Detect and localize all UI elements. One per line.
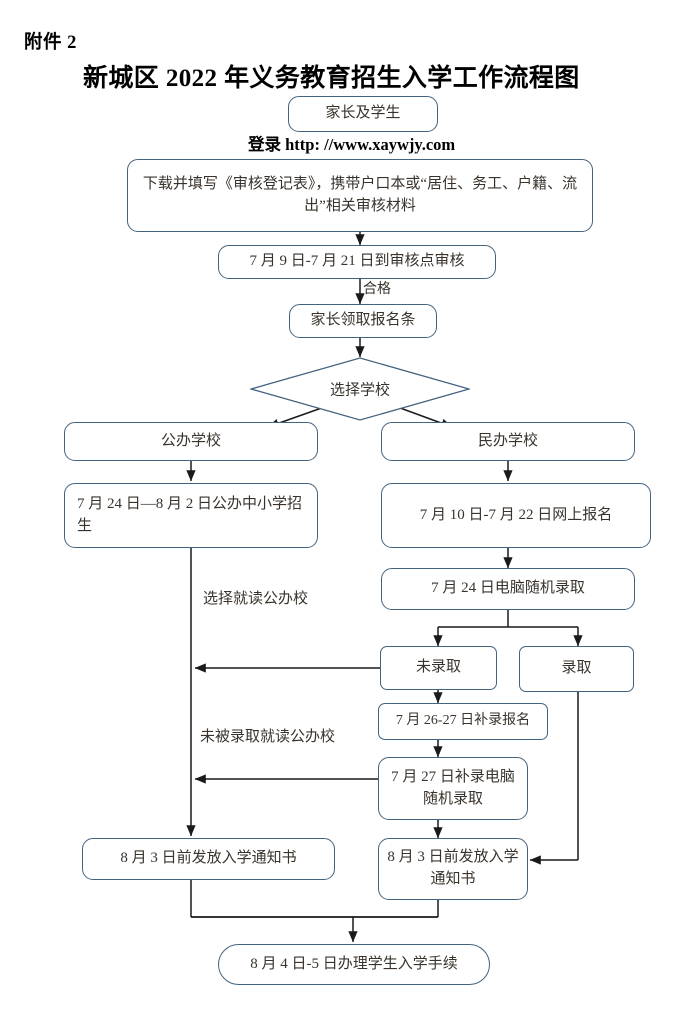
node-choose-school-label: 选择学校 [329, 382, 390, 399]
node-notice-right[interactable]: 8 月 3 日前发放入学通知书 [378, 838, 528, 900]
node-notice-left[interactable]: 8 月 3 日前发放入学通知书 [82, 838, 335, 880]
node-choose-school[interactable]: 选择学校 [248, 357, 472, 421]
node-start[interactable]: 家长及学生 [288, 96, 438, 132]
node-supplement-lottery[interactable]: 7 月 27 日补录电脑随机录取 [378, 757, 528, 820]
node-public-enroll[interactable]: 7 月 24 日—8 月 2 日公办中小学招生 [64, 483, 318, 548]
diamond-shape [248, 357, 472, 421]
node-final[interactable]: 8 月 4 日-5 日办理学生入学手续 [218, 944, 490, 985]
node-lottery[interactable]: 7 月 24 日电脑随机录取 [381, 568, 635, 610]
node-supplement-signup[interactable]: 7 月 26-27 日补录报名 [378, 703, 548, 740]
url-note: 登录 http: //www.xaywjy.com [248, 135, 456, 154]
page-title: 新城区 2022 年义务教育招生入学工作流程图 [83, 65, 580, 92]
node-get-slip[interactable]: 家长领取报名条 [289, 304, 437, 338]
node-admitted[interactable]: 录取 [519, 646, 634, 692]
edge-label-choose-public: 选择就读公办校 [203, 591, 309, 607]
edge-label-not-admitted-public: 未被录取就读公办校 [200, 729, 336, 745]
node-public-school[interactable]: 公办学校 [64, 422, 318, 461]
attachment-label: 附件 2 [24, 33, 77, 53]
node-review-dates[interactable]: 7 月 9 日-7 月 21 日到审核点审核 [218, 245, 496, 279]
edge-label-qualified: 合格 [363, 282, 391, 297]
node-download-form[interactable]: 下载并填写《审核登记表》，携带户口本或“居住、务工、户籍、流出”相关审核材料 [127, 159, 593, 232]
node-not-admitted[interactable]: 未录取 [380, 646, 497, 690]
node-private-online-signup[interactable]: 7 月 10 日-7 月 22 日网上报名 [381, 483, 651, 548]
node-private-school[interactable]: 民办学校 [381, 422, 635, 461]
